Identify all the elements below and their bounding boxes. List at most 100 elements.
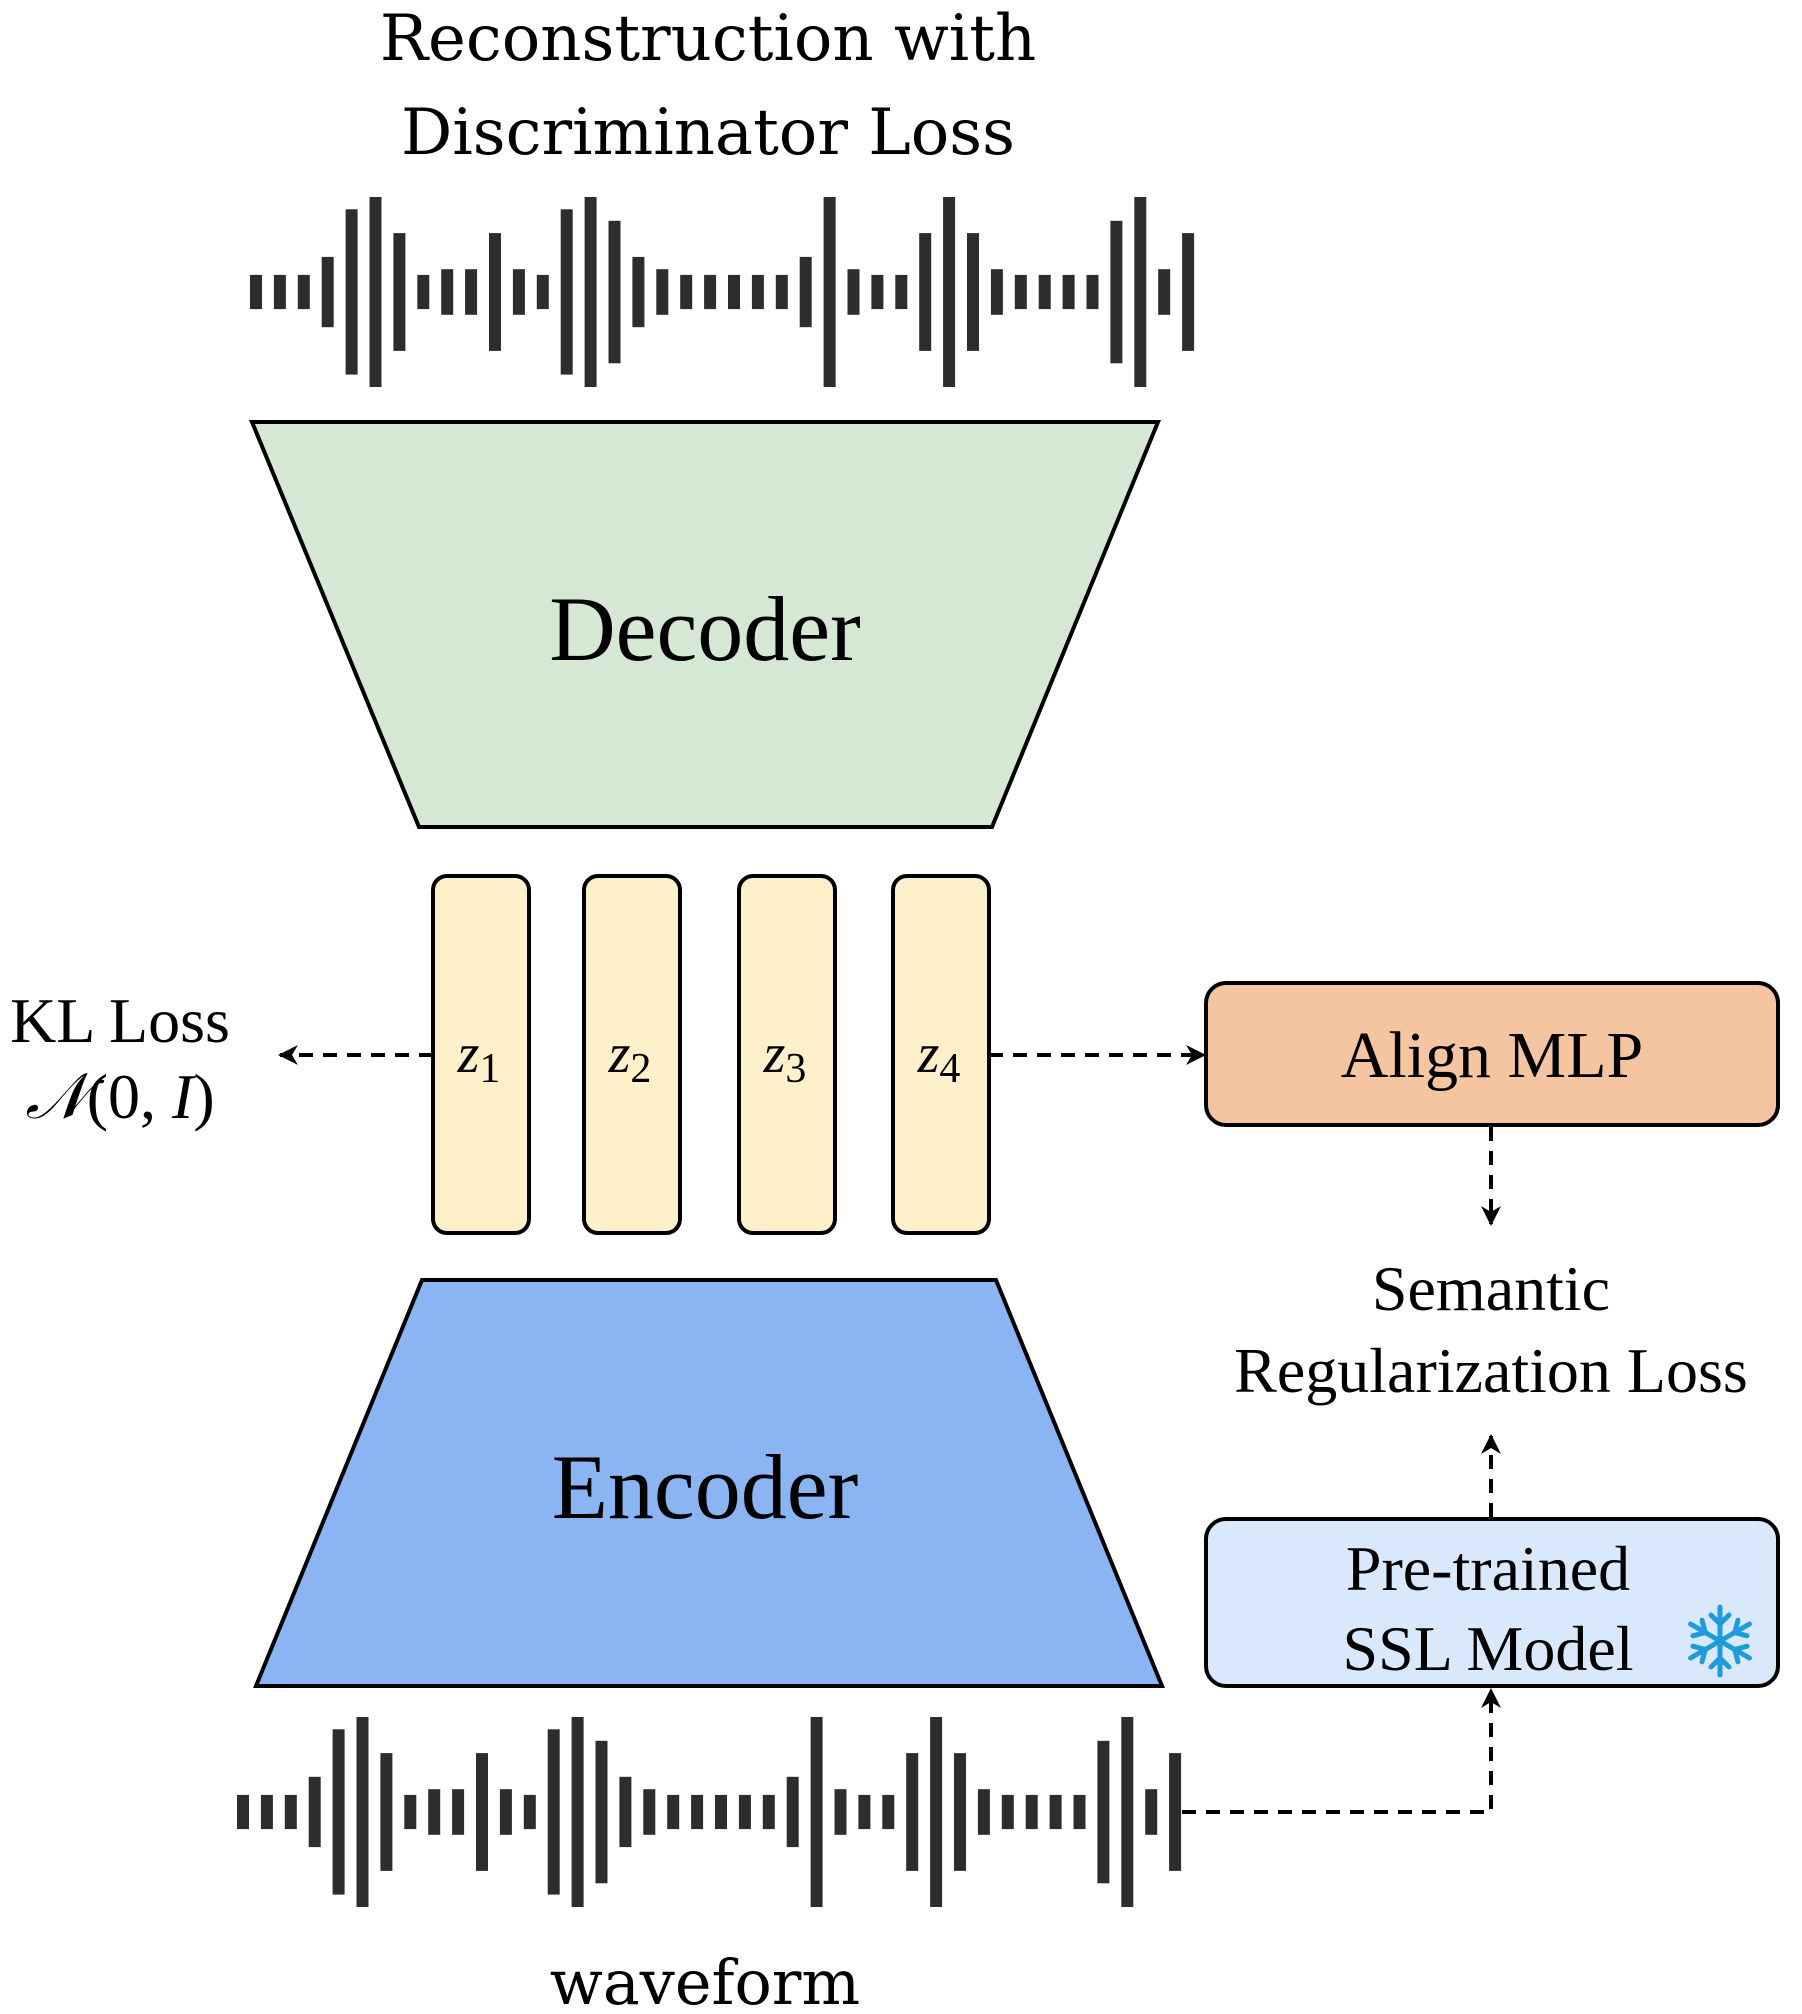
input-waveform-bar [691,1794,704,1830]
reconstructed-waveform-bar [967,233,979,351]
reconstructed-waveform-bar [489,233,501,351]
input-waveform-bar [1025,1794,1038,1830]
latent-z2[interactable]: z2 [582,874,682,1235]
latent-z3[interactable]: z3 [737,874,837,1235]
latent-label: z1 [457,1023,501,1092]
latent-group: z1 z2 z3 z4 [431,874,991,1235]
align-mlp-block[interactable]: Align MLP [1204,981,1780,1127]
input-waveform-bar [523,1794,536,1830]
input-waveform-bar [452,1789,465,1835]
input-waveform-bar [1073,1794,1086,1830]
ssl-model-box [1204,1517,1780,1688]
input-waveform-bar [738,1794,751,1830]
reconstructed-waveform-bar [775,274,788,310]
input-waveform-bar [332,1729,345,1895]
align-mlp-box [1204,981,1780,1127]
input-waveform-bar [571,1717,584,1907]
latent-box [582,874,682,1235]
reconstructed-waveform-bar [847,269,860,315]
decoder-label: Decoder [549,578,861,680]
latent-z1[interactable]: z1 [431,874,531,1235]
ssl-model-block[interactable]: Pre-trained SSL Model [1204,1517,1780,1688]
waveform-to-ssl-arrow [1182,1688,1501,1814]
decoder-block[interactable]: Decoder [249,420,1161,829]
input-waveform-bar [284,1794,297,1830]
encoder-label: Encoder [552,1436,859,1538]
reconstructed-waveform-bar [680,274,693,310]
input-waveform-bar [882,1794,895,1830]
snowflake-icon [1688,1604,1752,1678]
input-waveform-bar [977,1789,990,1835]
input-waveform-bar [260,1794,273,1830]
reconstructed-waveform-bar [1134,197,1147,387]
reconstructed-waveform-bar [799,256,812,328]
normal-dist-args: (0, [87,1061,172,1132]
input-waveform-bar [667,1794,680,1830]
latent-box [737,874,837,1235]
input-waveform-bar [906,1753,919,1871]
kl-loss-label: KL Loss [10,985,230,1056]
input-waveform-bar [308,1776,321,1848]
input-waveform-bar [428,1789,441,1835]
reconstructed-waveform-bar [1086,274,1099,310]
reconstructed-waveform-bar [656,269,669,315]
reconstructed-waveform-bar [990,269,1003,315]
output-title-line1: Reconstruction with [380,2,1036,76]
input-waveform-bar [786,1776,799,1848]
reconstructed-waveform-bar [728,274,740,310]
reconstructed-waveform-bar [632,256,645,328]
kl-loss-distribution: 𝒩(0, I) [25,1061,214,1132]
reconstructed-waveform-bar [1062,274,1075,310]
normal-dist-close: ) [193,1061,214,1132]
input-waveform-bar [810,1717,823,1907]
reconstructed-waveform-bar [512,269,525,315]
align-mlp-label: Align MLP [1341,1019,1644,1092]
reconstructed-waveform-bar [751,274,764,310]
reconstructed-waveform-bar [250,274,262,310]
latent-label: z3 [763,1023,807,1092]
input-waveform-bar [858,1794,871,1830]
reconstructed-waveform-bar [1158,269,1171,315]
latent-label: z2 [608,1023,652,1092]
reconstructed-waveform-bar [417,274,430,310]
reconstructed-waveform-bar [608,220,621,364]
input-waveform-bar [499,1789,512,1835]
reconstructed-waveform-bar [560,209,573,375]
input-waveform-bar [1169,1753,1182,1871]
input-waveform-bar [547,1729,560,1895]
reconstructed-waveform-bar [1014,274,1027,310]
input-waveform-bar [930,1717,943,1907]
ssl-model-line1: Pre-trained [1346,1533,1630,1604]
reconstructed-waveform-bar [895,274,908,310]
encoder-block[interactable]: Encoder [253,1278,1165,1688]
reconstructed-waveform-bar [919,233,932,351]
input-waveform-bar [476,1753,488,1871]
reconstructed-waveform-bar [297,274,310,310]
encoder-trapezoid [253,1278,1165,1688]
reconstructed-waveform-bar [1110,220,1123,364]
reconstructed-waveform-bar [441,269,454,315]
input-waveform-bar [715,1794,727,1830]
reconstructed-waveform-bar [321,256,334,328]
input-waveform-bar [237,1794,249,1830]
input-waveform-bar [834,1789,847,1835]
input-waveform-bar [954,1753,966,1871]
latent-label: z4 [917,1023,961,1092]
input-waveform-bar [595,1740,608,1884]
reconstructed-waveform-bar [1182,233,1195,351]
input-waveform-bar [762,1794,775,1830]
reconstructed-waveform-bar [584,197,597,387]
reconstructed-waveform-bar [1038,274,1051,310]
ssl-model-line2: SSL Model [1343,1613,1634,1684]
reconstructed-waveform-bar [345,209,358,375]
input-waveform-bar [404,1794,417,1830]
latent-z4[interactable]: z4 [891,874,991,1235]
output-title-line2: Discriminator Loss [401,96,1015,170]
reconstructed-waveform-bar [704,274,717,310]
input-waveform-bar [356,1717,369,1907]
reconstructed-waveform-bar [465,269,478,315]
reconstructed-waveform-bar [273,274,286,310]
reconstructed-waveform-bar [369,197,382,387]
semantic-loss-line1: Semantic [1372,1253,1610,1324]
